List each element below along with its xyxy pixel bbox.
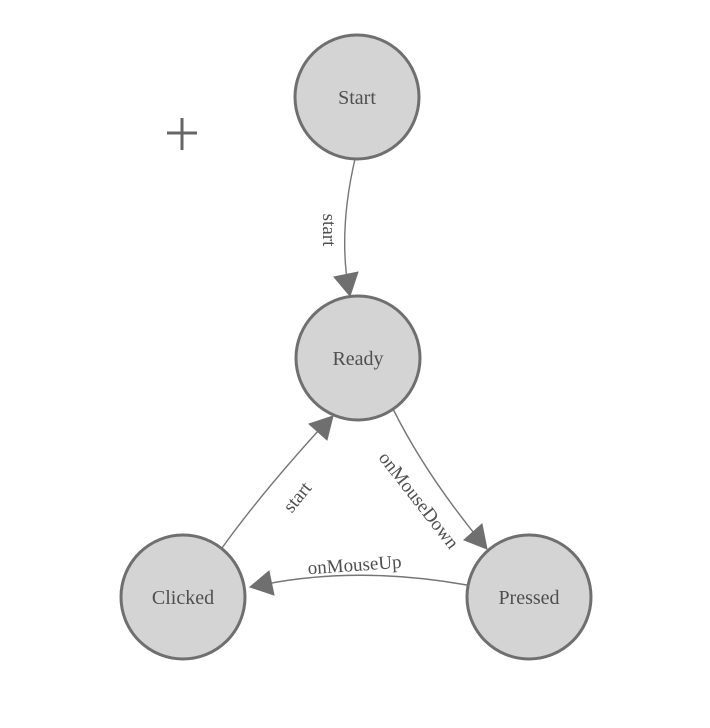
- arrowhead-icon: [333, 271, 359, 298]
- node-label-clicked: Clicked: [152, 587, 214, 609]
- arrowhead-icon: [248, 570, 275, 596]
- edge-pressed-to-clicked[interactable]: onMouseUp: [248, 552, 468, 596]
- node-circle-start[interactable]: [293, 33, 421, 161]
- edge-start-to-ready[interactable]: start: [318, 158, 359, 298]
- arrowhead-icon: [308, 415, 334, 441]
- edge-label-clicked-to-ready: start: [279, 478, 316, 517]
- edge-label-pressed-to-clicked: onMouseUp: [307, 552, 402, 580]
- state-node-start[interactable]: Start: [293, 33, 421, 161]
- arrowhead-icon: [463, 523, 488, 550]
- edge-line[interactable]: [343, 158, 356, 293]
- node-label-ready: Ready: [332, 348, 383, 370]
- edge-ready-to-pressed[interactable]: onMouseDown: [374, 408, 488, 554]
- state-node-pressed[interactable]: Pressed: [465, 533, 593, 661]
- edge-line[interactable]: [392, 408, 483, 544]
- state-node-clicked[interactable]: Clicked: [119, 533, 247, 661]
- edge-label-start-to-ready: start: [318, 214, 339, 247]
- edge-line[interactable]: [265, 574, 468, 586]
- edge-clicked-to-ready[interactable]: start: [221, 415, 334, 549]
- node-label-start: Start: [338, 87, 376, 109]
- plus-crosshair-icon: [167, 118, 197, 150]
- node-circle-ready[interactable]: [294, 294, 422, 422]
- state-node-ready[interactable]: Ready: [294, 294, 422, 422]
- node-label-pressed: Pressed: [498, 587, 559, 609]
- edge-line[interactable]: [221, 418, 330, 549]
- node-circle-clicked[interactable]: [119, 533, 247, 661]
- node-circle-pressed[interactable]: [465, 533, 593, 661]
